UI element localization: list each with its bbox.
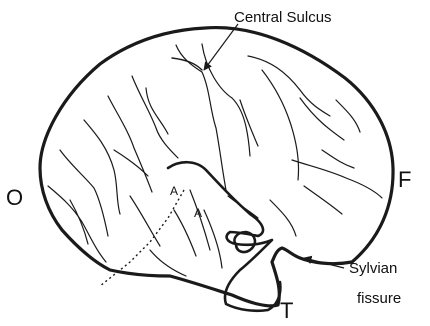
central-sulcus-label: Central Sulcus bbox=[234, 9, 332, 26]
temporal-lobe-outline bbox=[168, 162, 280, 311]
area-a-upper-label: A bbox=[170, 184, 178, 198]
occipital-label: O bbox=[6, 185, 23, 210]
frontal-label: F bbox=[398, 167, 411, 192]
sylvian-notch bbox=[234, 232, 254, 252]
sylvian-label-line2: fissure bbox=[357, 290, 401, 307]
gyri-lines bbox=[48, 44, 382, 276]
temporal-label: T bbox=[280, 298, 293, 323]
sylvian-label-line1: Sylvian bbox=[349, 260, 397, 277]
brain-outline bbox=[40, 28, 393, 306]
area-a-lower-label: A bbox=[194, 206, 202, 220]
central-sulcus-arrow bbox=[204, 24, 238, 70]
